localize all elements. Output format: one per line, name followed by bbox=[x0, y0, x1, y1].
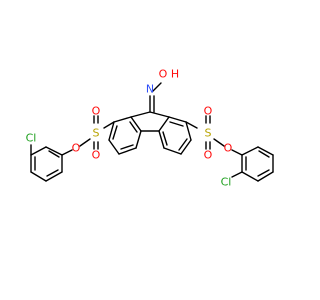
bond-double bbox=[169, 121, 184, 127]
bond bbox=[151, 82, 162, 93]
bond bbox=[168, 116, 187, 123]
bond bbox=[108, 121, 115, 141]
sulfur-atom-left: S bbox=[93, 127, 100, 140]
bond bbox=[241, 146, 259, 156]
bond bbox=[180, 139, 192, 155]
oxygen-ester-right: O bbox=[224, 142, 233, 155]
bond-lines bbox=[30, 82, 274, 182]
bond bbox=[103, 121, 115, 129]
oxygen-sulfonyl-left-top: O bbox=[92, 105, 101, 118]
nitrogen-oxime: N bbox=[146, 83, 154, 96]
bond bbox=[257, 171, 274, 182]
bond-double bbox=[162, 131, 168, 146]
bond bbox=[130, 116, 142, 132]
bond bbox=[158, 130, 165, 149]
bond bbox=[158, 116, 170, 132]
bond-double bbox=[257, 169, 270, 177]
bond bbox=[113, 116, 132, 123]
bond bbox=[149, 111, 170, 118]
bond bbox=[108, 139, 120, 155]
canvas-background bbox=[0, 0, 300, 300]
bond bbox=[118, 147, 137, 155]
hydrogen-oxime: H bbox=[171, 68, 179, 81]
molecule-structure: Cl O S O O N O H S O O O Cl bbox=[0, 0, 300, 300]
oxygen-sulfonyl-left-bottom: O bbox=[92, 149, 101, 162]
bond bbox=[30, 171, 47, 182]
bond bbox=[185, 121, 192, 141]
bond bbox=[30, 146, 47, 156]
bond-double bbox=[46, 169, 59, 177]
bond bbox=[45, 171, 63, 182]
bond bbox=[61, 149, 73, 156]
oxygen-sulfonyl-right-top: O bbox=[204, 105, 213, 118]
bond bbox=[45, 146, 63, 156]
bond-double bbox=[120, 144, 134, 150]
atom-labels: Cl O S O O N O H S O O O Cl bbox=[26, 68, 233, 189]
bond bbox=[231, 149, 243, 156]
bond-double bbox=[178, 138, 188, 151]
bond bbox=[130, 111, 151, 118]
bond bbox=[241, 171, 259, 182]
oxygen-ester-left: O bbox=[72, 142, 81, 155]
bond bbox=[257, 146, 274, 156]
bond-double bbox=[112, 125, 118, 140]
bond bbox=[231, 171, 243, 178]
bond bbox=[135, 130, 142, 149]
bond-double bbox=[48, 150, 60, 158]
bond bbox=[79, 138, 91, 147]
oxygen-sulfonyl-right-bottom: O bbox=[204, 149, 213, 162]
bond bbox=[213, 138, 225, 147]
chlorine-atom-left: Cl bbox=[26, 132, 37, 145]
bond bbox=[163, 147, 182, 155]
oxygen-oxime: O bbox=[159, 68, 168, 81]
chlorine-atom-right: Cl bbox=[221, 176, 232, 189]
sulfur-atom-right: S bbox=[205, 127, 212, 140]
bond bbox=[185, 121, 198, 129]
bond-double bbox=[258, 150, 270, 158]
bond-double bbox=[129, 121, 138, 133]
